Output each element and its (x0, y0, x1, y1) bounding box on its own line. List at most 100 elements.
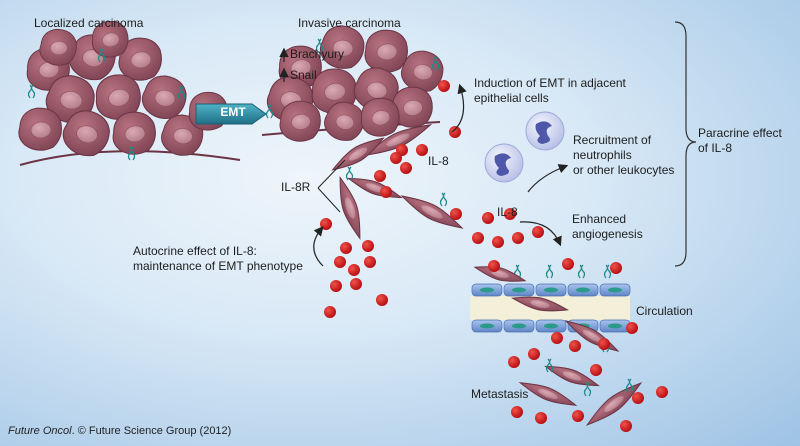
il8-receptor (177, 86, 186, 101)
autocrine-line-1: Autocrine effect of IL-8: (133, 244, 257, 258)
endothelial-nucleus (608, 287, 622, 293)
il8-dot (400, 162, 412, 174)
epithelial-cell (112, 111, 156, 155)
il8-dot (416, 144, 428, 156)
recruitment-line-3: or other leukocytes (573, 163, 675, 177)
epithelial-cell (161, 114, 204, 156)
il8-dot (482, 212, 494, 224)
il8-label-top: IL-8 (428, 154, 449, 168)
mesenchymal-cell (363, 124, 433, 156)
il8-dot (512, 232, 524, 244)
il8-dot (610, 262, 622, 274)
paracrine-brace (674, 21, 697, 267)
il8-receptor (265, 104, 274, 119)
il8-dot (632, 392, 644, 404)
il8-dot (492, 236, 504, 248)
il8-dot (528, 348, 540, 360)
il8-dot (450, 208, 462, 220)
epithelial-cell (279, 100, 321, 142)
epithelial-cell (95, 74, 141, 120)
il8-dot (504, 208, 516, 220)
il8-dot (330, 280, 342, 292)
epithelial-cell (39, 28, 77, 66)
il8-dot (572, 410, 584, 422)
il8r-label: IL-8R (281, 180, 311, 194)
mesenchymal-cell (400, 195, 464, 229)
paracrine-line-2: of IL-8 (698, 141, 733, 155)
il8-dot (438, 80, 450, 92)
il8-receptor (127, 146, 136, 161)
endothelial-nucleus (544, 323, 558, 329)
il8-receptor (625, 378, 634, 393)
il8-dot (374, 170, 386, 182)
paracrine-line-1: Paracrine effect (698, 126, 782, 140)
endothelial-nucleus (480, 323, 494, 329)
circulation-label: Circulation (636, 304, 693, 318)
epithelial-cell (92, 20, 129, 58)
epithelial-cell (324, 101, 365, 141)
metastatic-cell (585, 382, 643, 426)
localized-carcinoma-label: Localized carcinoma (34, 16, 144, 30)
mesenchymal-cell (339, 176, 361, 240)
endothelial-nucleus (512, 323, 526, 329)
il8-dot (472, 232, 484, 244)
il8-dot (598, 338, 610, 350)
localized-carcinoma-cluster (18, 20, 241, 166)
epithelial-cell (141, 75, 187, 119)
metastatic-cell (518, 382, 578, 406)
il8-receptor (27, 84, 36, 99)
il8-dot (656, 386, 668, 398)
il8-molecules (320, 80, 668, 432)
il8-receptor (577, 264, 586, 279)
il8-dot (551, 332, 563, 344)
il8-dot (488, 260, 500, 272)
recruitment-line-2: neutrophils (573, 148, 632, 162)
epithelial-cell (400, 50, 444, 92)
invasive-carcinoma-label: Invasive carcinoma (298, 16, 401, 30)
il8-dot (508, 356, 520, 368)
il8-receptor (603, 264, 612, 279)
migrating-cell (511, 296, 569, 312)
il8-dot (569, 340, 581, 352)
il8-dot (348, 264, 360, 276)
brachyury-label: Brachyury (290, 47, 345, 61)
emt-label: EMT (220, 105, 246, 119)
metastatic-cells (473, 266, 643, 426)
il8-dot (324, 306, 336, 318)
epithelial-cell (319, 25, 365, 69)
il8-dot (340, 242, 352, 254)
il8-receptor (439, 192, 448, 207)
il8-receptor (345, 166, 354, 181)
credit-text: . © Future Science Group (2012) (71, 425, 232, 437)
il8-receptor (97, 48, 106, 63)
il8-dot (535, 412, 547, 424)
il8-dot (532, 226, 544, 238)
il8-dot (562, 258, 574, 270)
il8-receptor (583, 382, 592, 397)
il8r-pointers (317, 159, 346, 213)
endothelial-nucleus (544, 287, 558, 293)
il8-dot (350, 278, 362, 290)
snail-label: Snail (290, 68, 317, 82)
il8-receptor (431, 56, 440, 71)
metastatic-cell (544, 365, 600, 387)
neutrophils (484, 111, 565, 183)
endothelial-nucleus (608, 323, 622, 329)
angiogenesis-line-2: angiogenesis (572, 227, 643, 241)
invasive-carcinoma-cluster (261, 25, 444, 142)
metastasis-label: Metastasis (471, 387, 529, 401)
il8-dot (626, 322, 638, 334)
epithelial-cell (360, 97, 400, 137)
emt-arrow (195, 103, 267, 125)
endothelial-nucleus (512, 287, 526, 293)
il8-dot (620, 420, 632, 432)
epithelial-cell (118, 37, 162, 81)
il8-dot (376, 294, 388, 306)
il8-receptor (545, 358, 554, 373)
il8-receptor (545, 264, 554, 279)
il8-dot (362, 240, 374, 252)
epithelial-cell (364, 29, 408, 73)
il8-dot (390, 152, 402, 164)
